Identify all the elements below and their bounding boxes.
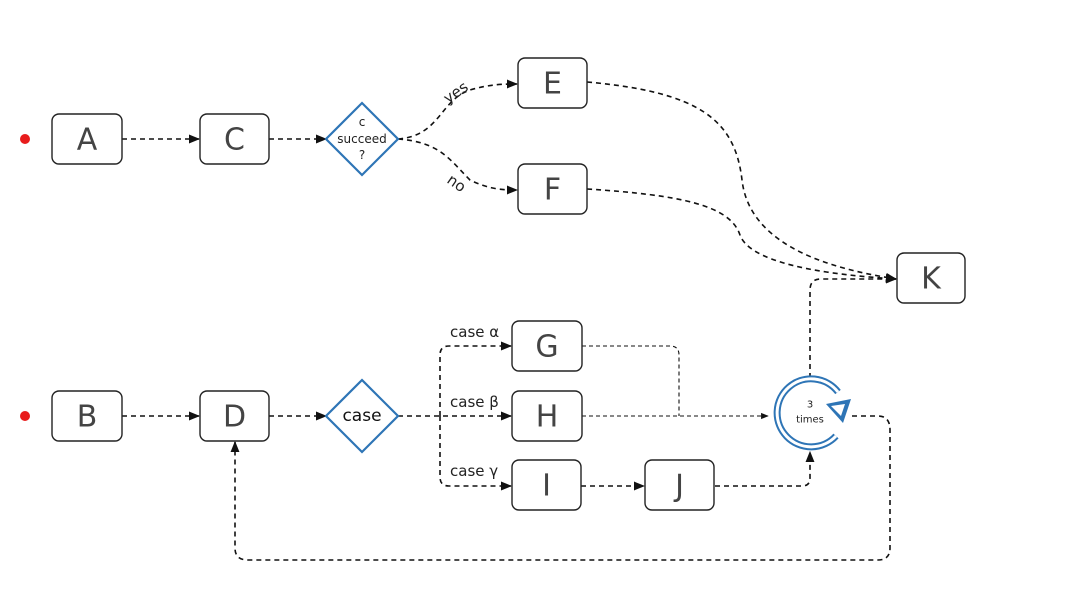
- loop-arrow-icon: [773, 375, 851, 451]
- node-g[interactable]: G: [511, 320, 583, 372]
- node-k[interactable]: K: [896, 252, 966, 304]
- edge-label-no: no: [444, 171, 470, 196]
- decision-c-succeed[interactable]: c succeed ?: [324, 101, 400, 177]
- edge-decision-f: [397, 138, 519, 195]
- node-f-label: F: [544, 173, 561, 208]
- edge-label-case-alpha: case α: [450, 323, 499, 341]
- edge-label-case-beta: case β: [450, 393, 499, 411]
- node-f[interactable]: F: [517, 163, 588, 215]
- loop-3-times[interactable]: 3 times: [773, 375, 851, 451]
- node-e-label: E: [543, 67, 562, 102]
- decision-case[interactable]: case: [324, 378, 400, 454]
- start-marker-a: [20, 134, 30, 144]
- edge-case-i: [439, 416, 513, 491]
- edge-loop-k: [809, 274, 898, 378]
- node-a[interactable]: A: [51, 113, 123, 165]
- node-e[interactable]: E: [517, 57, 588, 109]
- edge-e-k: [586, 81, 898, 282]
- node-h[interactable]: H: [511, 390, 583, 442]
- loop-unit: times: [796, 415, 824, 426]
- node-b[interactable]: B: [51, 390, 123, 442]
- decision-case-label: case: [342, 406, 381, 426]
- node-i-label: I: [542, 469, 551, 504]
- node-d-label: D: [223, 400, 246, 435]
- node-j[interactable]: J: [644, 459, 715, 511]
- edge-decision-e: [397, 79, 519, 140]
- edge-label-case-gamma: case γ: [450, 462, 498, 480]
- decision-c-line3: ?: [359, 148, 365, 162]
- node-i[interactable]: I: [511, 459, 582, 511]
- node-j-label: J: [673, 469, 684, 504]
- edge-loop-d: [230, 415, 891, 561]
- edge-f-k: [586, 188, 898, 283]
- node-c[interactable]: C: [199, 113, 270, 165]
- node-d[interactable]: D: [199, 390, 270, 442]
- edge-j-loop: [715, 450, 815, 487]
- start-marker-b: [20, 411, 30, 421]
- node-g-label: G: [535, 330, 558, 365]
- node-c-label: C: [224, 123, 245, 158]
- edge-label-yes: yes: [440, 78, 472, 108]
- edge-g-loop: [582, 345, 680, 416]
- edge-case-g: [439, 341, 513, 416]
- decision-c-line2: succeed: [337, 132, 386, 146]
- node-k-label: K: [921, 262, 942, 297]
- decision-c-line1: c: [359, 115, 366, 129]
- node-a-label: A: [77, 123, 98, 158]
- loop-count: 3: [807, 400, 813, 411]
- node-b-label: B: [77, 400, 98, 435]
- node-h-label: H: [536, 400, 559, 435]
